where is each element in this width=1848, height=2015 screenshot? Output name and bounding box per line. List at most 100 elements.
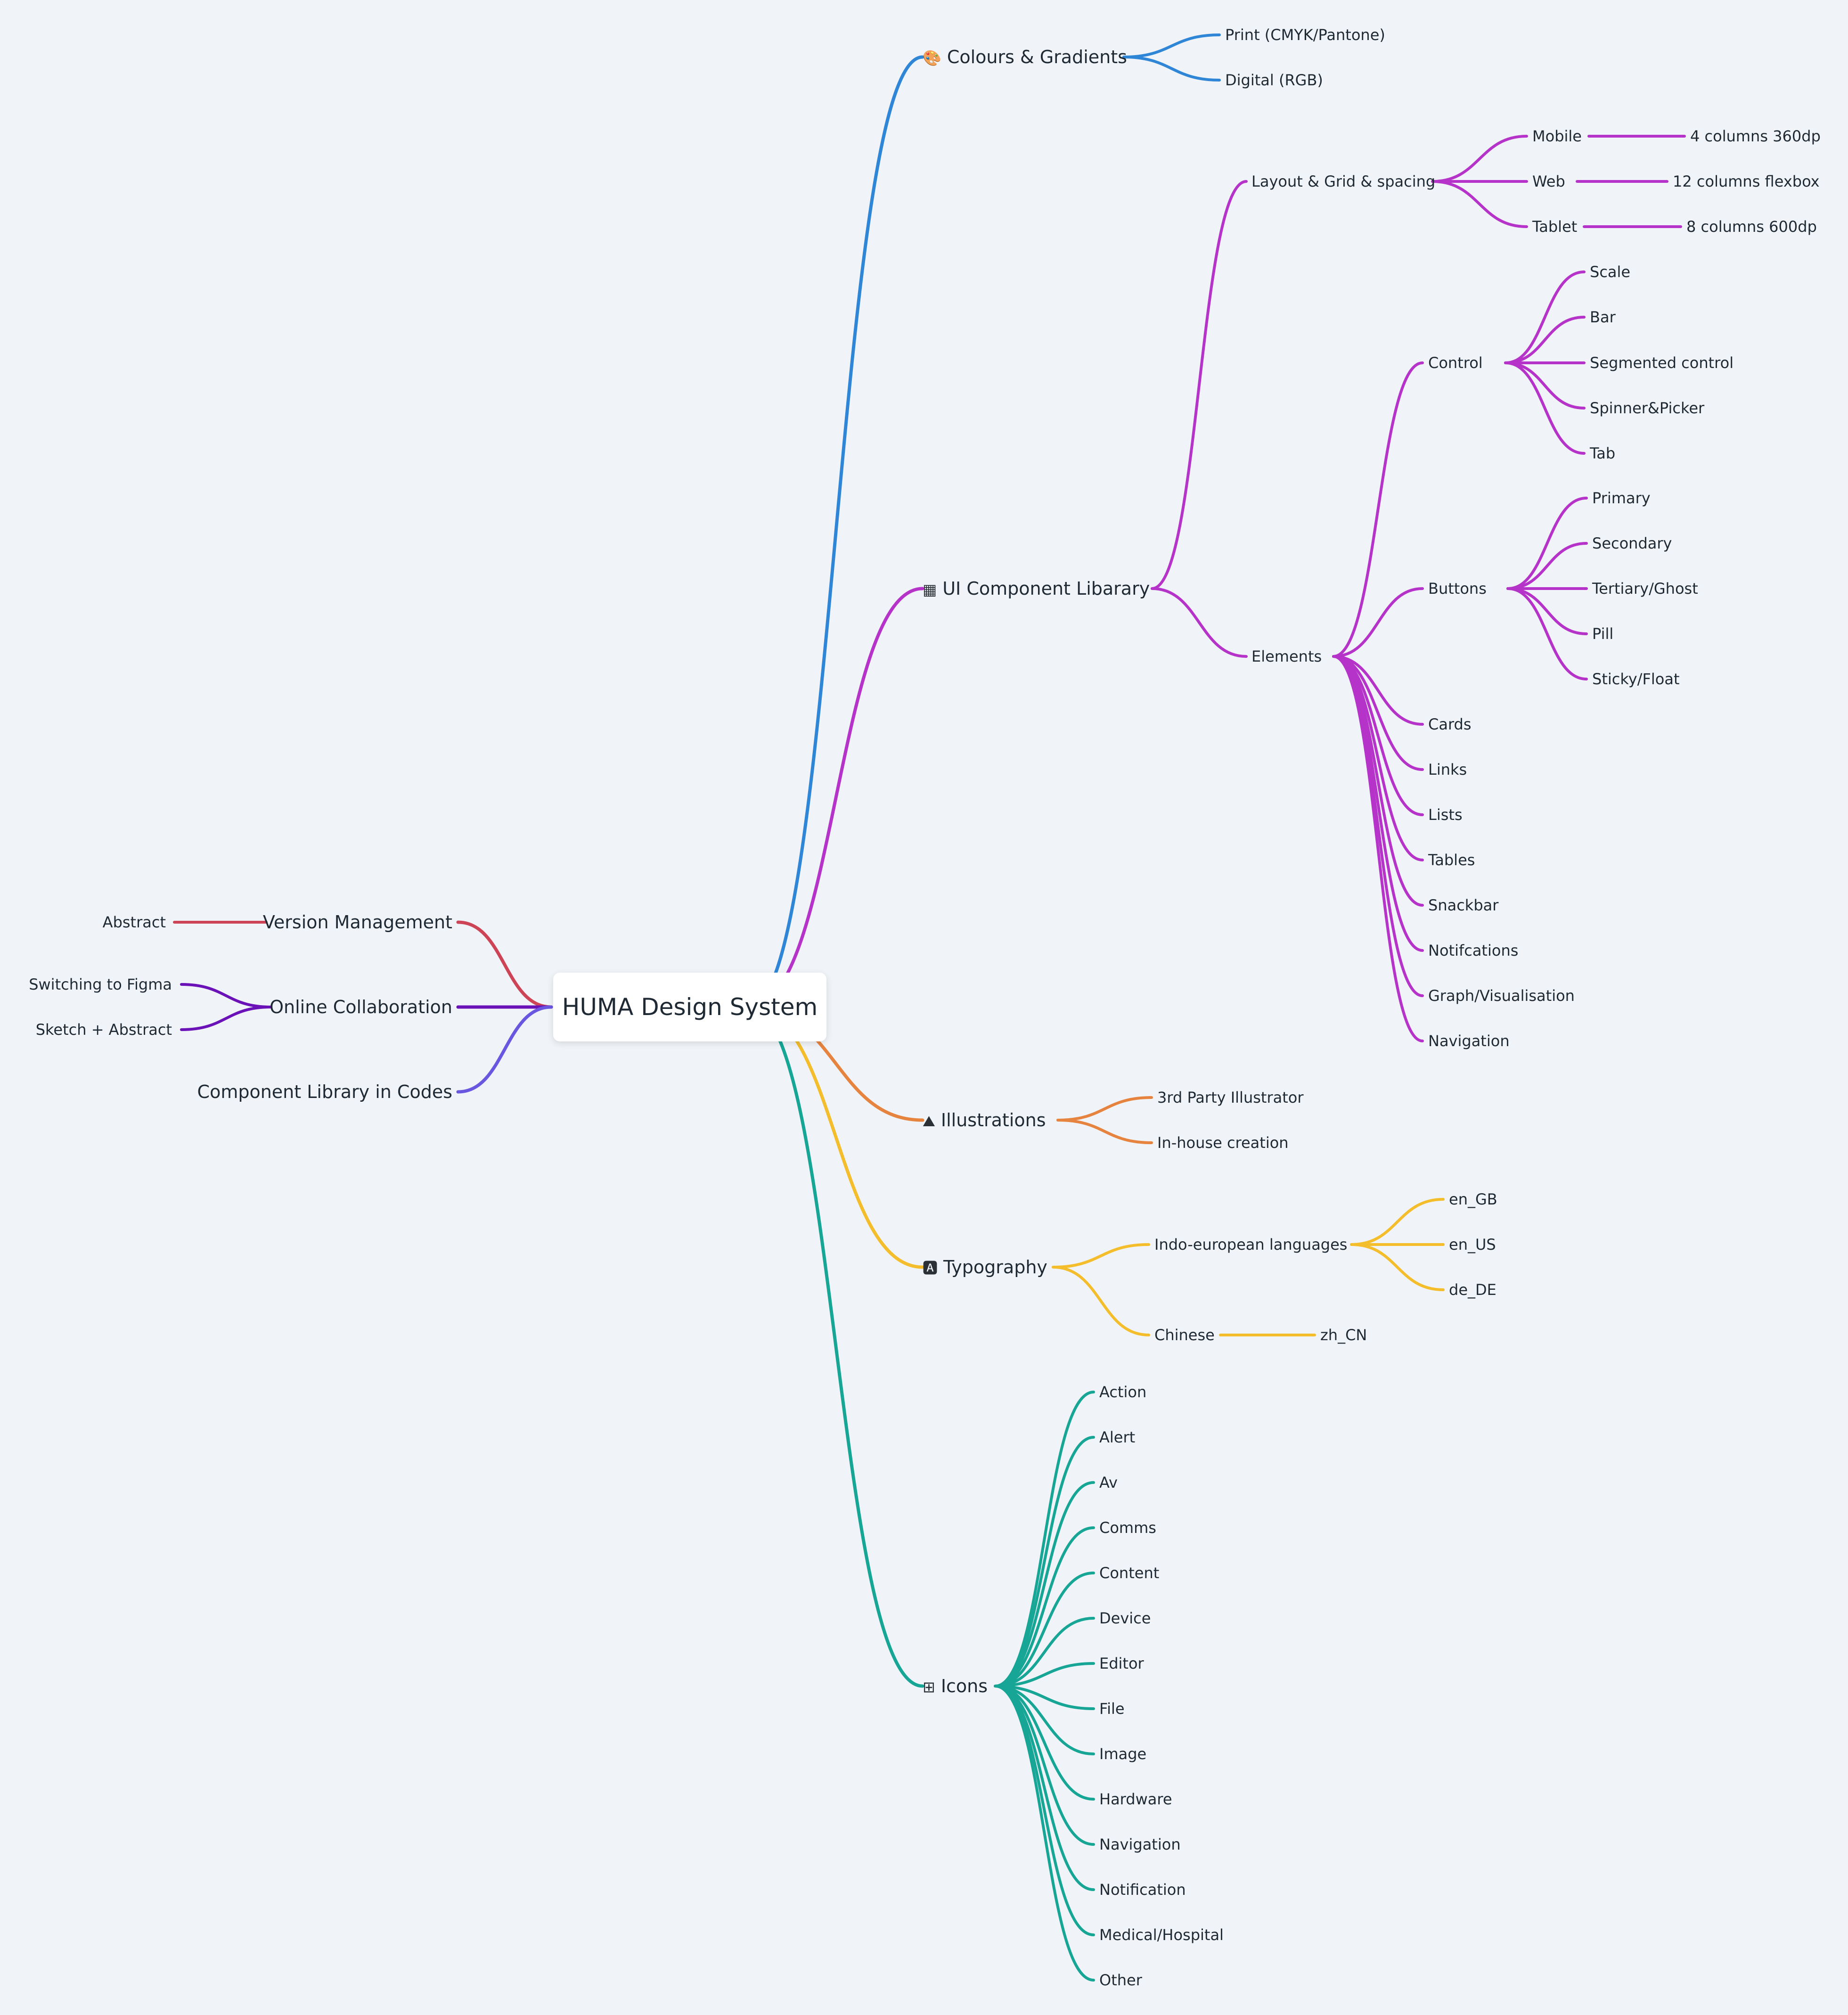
node-abstract[interactable]: Abstract xyxy=(103,915,166,930)
node-label: Tertiary/Ghost xyxy=(1592,580,1698,598)
node-label: Sketch + Abstract xyxy=(35,1021,172,1039)
node-label: 4 columns 360dp xyxy=(1690,127,1821,145)
node-content[interactable]: Content xyxy=(1099,1565,1159,1581)
node-lists[interactable]: Lists xyxy=(1428,807,1463,822)
node-label: Typography xyxy=(943,1257,1047,1278)
node-spinner-picker[interactable]: Spinner&Picker xyxy=(1590,401,1704,416)
node-tertiary-ghost[interactable]: Tertiary/Ghost xyxy=(1592,581,1698,596)
node-label: Digital (RGB) xyxy=(1225,71,1323,89)
node-device[interactable]: Device xyxy=(1099,1611,1151,1626)
node-tablet[interactable]: Tablet xyxy=(1532,219,1577,234)
node-sticky-float[interactable]: Sticky/Float xyxy=(1592,672,1679,687)
grid-icon: ▦ xyxy=(923,581,937,598)
mountain-icon: ⛰ xyxy=(923,1112,935,1130)
node-label: de_DE xyxy=(1449,1281,1496,1299)
connector-navigation xyxy=(994,1685,1095,1846)
branch-version-management[interactable]: Version Management xyxy=(263,913,452,931)
connector-notifcations xyxy=(1332,655,1424,952)
node-de-de[interactable]: de_DE xyxy=(1449,1282,1496,1297)
node-label: Comms xyxy=(1099,1519,1156,1537)
node-av[interactable]: Av xyxy=(1099,1475,1118,1490)
node-navigation[interactable]: Navigation xyxy=(1099,1837,1181,1852)
node-chinese[interactable]: Chinese xyxy=(1154,1327,1215,1343)
node-label: Mobile xyxy=(1532,127,1582,145)
node-12-columns-flexbox[interactable]: 12 columns flexbox xyxy=(1673,174,1820,189)
node-en-gb[interactable]: en_GB xyxy=(1449,1192,1497,1207)
node-print-cmyk-pantone[interactable]: Print (CMYK/Pantone) xyxy=(1225,27,1385,42)
branch-connector-ui-component-libarary xyxy=(747,587,924,1009)
node-control[interactable]: Control xyxy=(1428,355,1483,370)
node-snackbar[interactable]: Snackbar xyxy=(1428,898,1498,913)
node-layout-grid-spacing[interactable]: Layout & Grid & spacing xyxy=(1251,174,1435,189)
connector-control xyxy=(1332,361,1424,658)
node-notification[interactable]: Notification xyxy=(1099,1882,1186,1897)
node-secondary[interactable]: Secondary xyxy=(1592,536,1672,551)
node-web[interactable]: Web xyxy=(1532,174,1565,189)
branch-component-library-in-codes[interactable]: Component Library in Codes xyxy=(197,1083,452,1101)
node-indo-european-languages[interactable]: Indo-european languages xyxy=(1154,1237,1347,1252)
node-8-columns-600dp[interactable]: 8 columns 600dp xyxy=(1686,219,1817,234)
connector-bar xyxy=(1504,316,1586,364)
node-comms[interactable]: Comms xyxy=(1099,1520,1156,1535)
node-bar[interactable]: Bar xyxy=(1590,310,1616,325)
connector-spinner-picker xyxy=(1504,361,1586,410)
node-alert[interactable]: Alert xyxy=(1099,1430,1135,1445)
connector-in-house-creation xyxy=(1056,1119,1153,1144)
node-tables[interactable]: Tables xyxy=(1428,852,1475,868)
branch-online-collaboration[interactable]: Online Collaboration xyxy=(270,998,452,1016)
node-notifcations[interactable]: Notifcations xyxy=(1428,943,1518,958)
root-node[interactable]: HUMA Design System xyxy=(553,973,826,1041)
node-3rd-party-illustrator[interactable]: 3rd Party Illustrator xyxy=(1157,1090,1303,1105)
connector-navigation xyxy=(1332,655,1424,1042)
node-label: Action xyxy=(1099,1383,1147,1401)
branch-typography[interactable]: 🅰Typography xyxy=(923,1258,1047,1276)
connector-layout-grid-spacing xyxy=(1151,180,1248,590)
node-tab[interactable]: Tab xyxy=(1590,446,1615,461)
node-file[interactable]: File xyxy=(1099,1701,1125,1716)
connector-image xyxy=(994,1685,1095,1755)
node-in-house-creation[interactable]: In-house creation xyxy=(1157,1135,1289,1150)
node-elements[interactable]: Elements xyxy=(1251,649,1322,664)
node-action[interactable]: Action xyxy=(1099,1384,1146,1400)
node-segmented-control[interactable]: Segmented control xyxy=(1590,355,1734,370)
node-switching-to-figma[interactable]: Switching to Figma xyxy=(29,977,172,992)
connector-medical-hospital xyxy=(994,1685,1095,1936)
branch-icons[interactable]: ⊞Icons xyxy=(923,1677,988,1695)
node-label: Switching to Figma xyxy=(29,975,172,993)
node-primary[interactable]: Primary xyxy=(1592,491,1651,506)
node-pill[interactable]: Pill xyxy=(1592,626,1613,641)
node-mobile[interactable]: Mobile xyxy=(1532,129,1582,144)
branch-illustrations[interactable]: ⛰Illustrations xyxy=(923,1111,1046,1129)
connector-action xyxy=(994,1391,1095,1687)
node-label: 12 columns flexbox xyxy=(1673,172,1820,190)
node-hardware[interactable]: Hardware xyxy=(1099,1792,1172,1807)
node-scale[interactable]: Scale xyxy=(1590,264,1630,279)
node-medical-hospital[interactable]: Medical/Hospital xyxy=(1099,1927,1224,1942)
node-other[interactable]: Other xyxy=(1099,1973,1142,1988)
connector-de-de xyxy=(1350,1243,1445,1291)
node-editor[interactable]: Editor xyxy=(1099,1656,1144,1671)
node-graph-visualisation[interactable]: Graph/Visualisation xyxy=(1428,988,1575,1003)
node-cards[interactable]: Cards xyxy=(1428,717,1472,732)
node-4-columns-360dp[interactable]: 4 columns 360dp xyxy=(1690,129,1821,144)
branch-connector-version-management xyxy=(456,920,553,1009)
node-en-us[interactable]: en_US xyxy=(1449,1237,1496,1252)
branch-colours-gradients[interactable]: 🎨Colours & Gradients xyxy=(923,48,1127,66)
node-sketch-abstract[interactable]: Sketch + Abstract xyxy=(36,1022,172,1037)
node-links[interactable]: Links xyxy=(1428,762,1467,777)
node-buttons[interactable]: Buttons xyxy=(1428,581,1487,596)
node-label: en_US xyxy=(1449,1236,1496,1253)
connector-file xyxy=(994,1685,1095,1710)
connector-primary xyxy=(1506,497,1588,590)
node-image[interactable]: Image xyxy=(1099,1746,1146,1761)
node-label: Abstract xyxy=(102,913,166,931)
palette-icon: 🎨 xyxy=(923,49,941,67)
connector-lists xyxy=(1332,655,1424,816)
branch-ui-component-libarary[interactable]: ▦UI Component Libarary xyxy=(923,580,1150,598)
node-label: Elements xyxy=(1251,647,1322,665)
node-zh-cn[interactable]: zh_CN xyxy=(1320,1327,1367,1343)
node-label: Sticky/Float xyxy=(1592,670,1680,688)
node-digital-rgb[interactable]: Digital (RGB) xyxy=(1225,73,1323,88)
node-navigation[interactable]: Navigation xyxy=(1428,1033,1510,1048)
